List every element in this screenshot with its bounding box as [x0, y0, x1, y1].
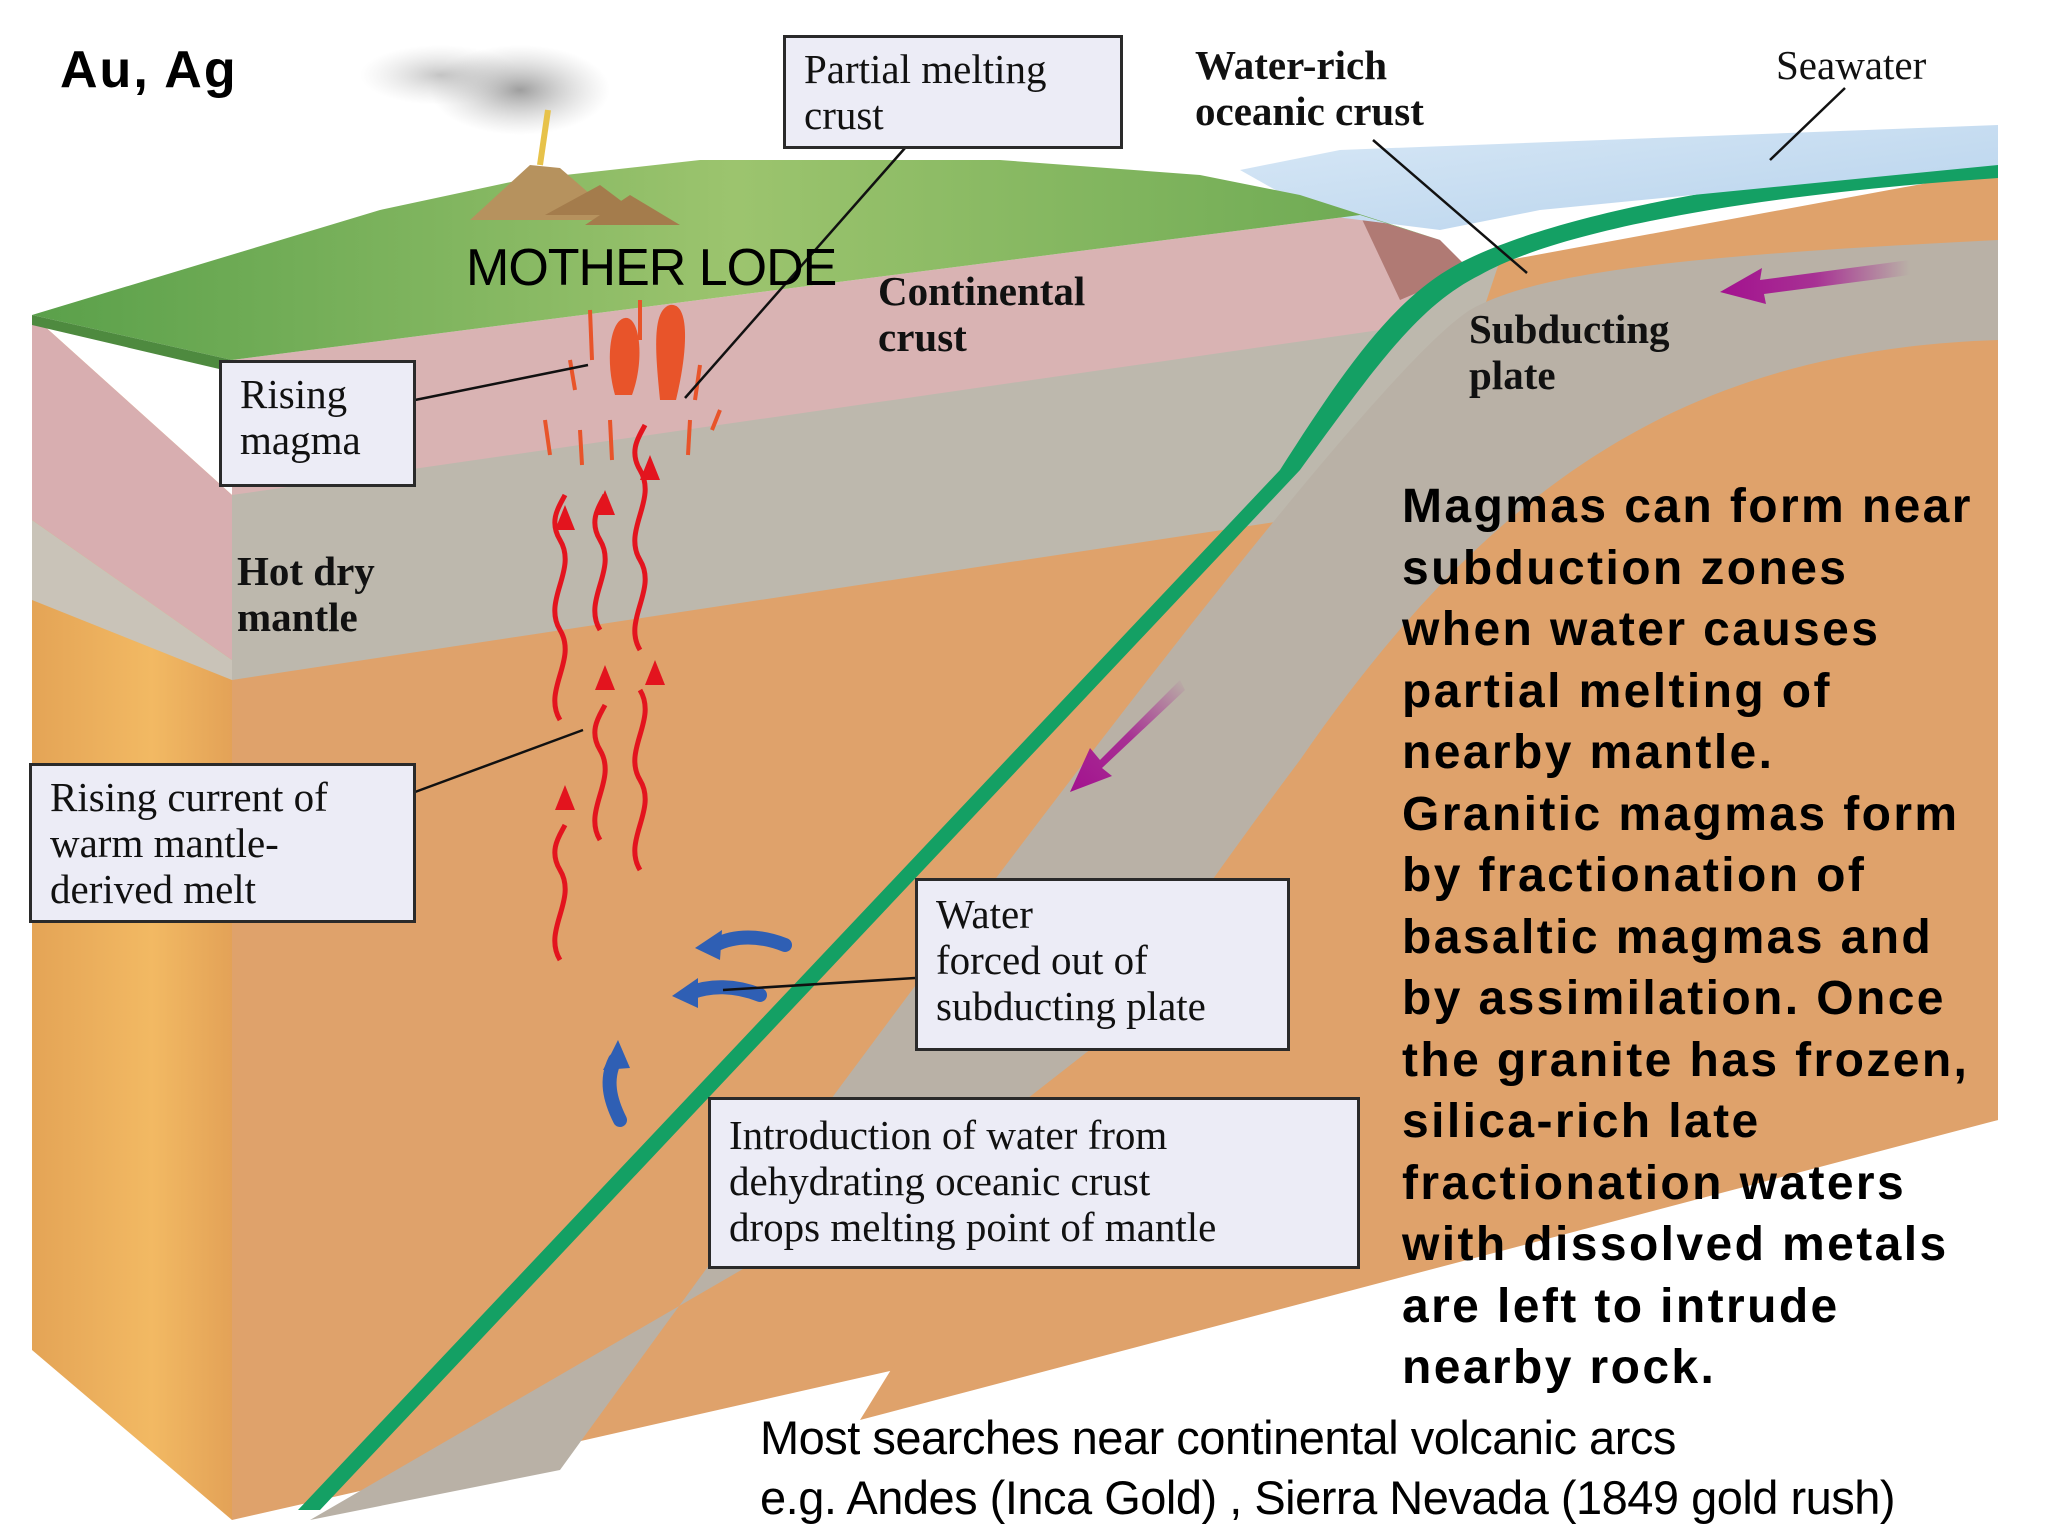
- seawater-layer: [1240, 125, 1998, 230]
- seawater-label: Seawater: [1776, 42, 1927, 88]
- mother-lode-label: MOTHER LODE: [466, 239, 837, 297]
- continental-crust-label: Continental crust: [878, 268, 1086, 360]
- partial-melting-crust-label: Partial melting crust: [783, 35, 1123, 149]
- wavy-up-arrow-icon: [552, 423, 648, 962]
- metals-title: Au, Ag: [60, 41, 238, 99]
- water-forced-out-label: Water forced out of subducting plate: [915, 878, 1290, 1051]
- rising-magma-blobs: [543, 300, 722, 466]
- introduction-of-water-label: Introduction of water from dehydrating o…: [708, 1097, 1360, 1269]
- water-rich-oceanic-crust-label: Water-rich oceanic crust: [1195, 42, 1424, 134]
- arrow-icon: [1070, 260, 1910, 792]
- hot-dry-mantle-label: Hot dry mantle: [237, 548, 375, 640]
- hot-dry-mantle-layer: [232, 260, 1500, 680]
- footer-note: Most searches near continental volcanic …: [760, 1411, 1896, 1524]
- subducting-plate-label: Subducting plate: [1469, 306, 1670, 398]
- continental-crust-layer: [232, 215, 1450, 495]
- explanation-paragraph: Magmas can form near subduction zones wh…: [1402, 480, 1973, 1394]
- rising-current-label: Rising current of warm mantle- derived m…: [29, 763, 416, 923]
- land-surface: [32, 160, 1440, 360]
- volcano-icon: [360, 45, 680, 225]
- leader-lines: [414, 87, 1846, 992]
- rising-magma-label: Rising magma: [219, 360, 416, 487]
